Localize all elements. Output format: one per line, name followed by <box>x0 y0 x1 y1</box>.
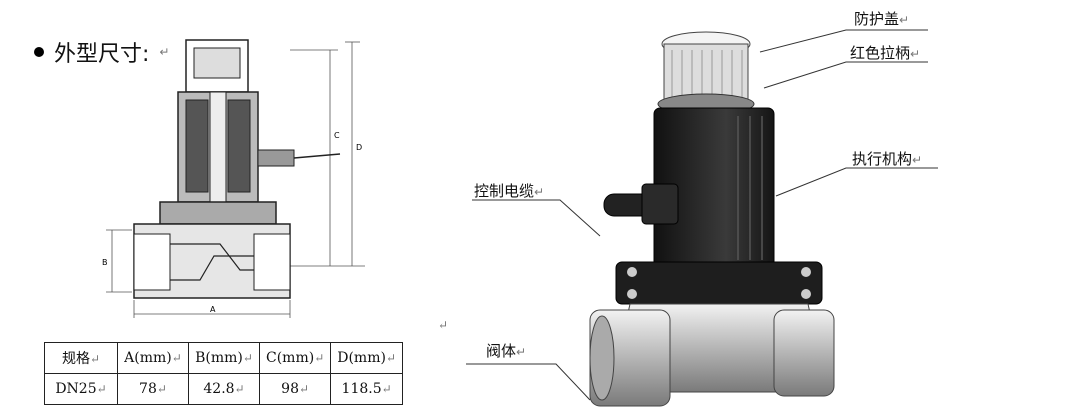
bullet-icon <box>34 47 44 57</box>
callout-protective-cover: 防护盖↵ <box>854 10 910 28</box>
dim-label-a: A <box>210 305 216 314</box>
table-header-cell: D(mm)↵ <box>330 342 404 374</box>
table-cell: 42.8↵ <box>188 373 260 405</box>
table-header-cell: 规格↵ <box>44 342 118 374</box>
section-heading: 外型尺寸: ↵ <box>34 36 169 68</box>
cross-section-drawing: A B C D <box>102 39 365 318</box>
table-cell: 118.5↵ <box>330 373 404 405</box>
dim-label-b: B <box>102 258 108 267</box>
table-cell: 98↵ <box>258 373 332 405</box>
table-cell: DN25↵ <box>44 373 118 405</box>
table-header-row: 规格↵ A(mm)↵ B(mm)↵ C(mm)↵ D(mm)↵ <box>44 342 404 374</box>
table-header-cell: A(mm)↵ <box>117 342 189 374</box>
table-header-cell: C(mm)↵ <box>258 342 332 374</box>
callout-actuator: 执行机构↵ <box>852 150 923 168</box>
return-mark: ↵ <box>159 45 170 59</box>
table-cell: 78↵ <box>117 373 189 405</box>
callout-control-cable: 控制电缆↵ <box>474 182 545 200</box>
callout-valve-body: 阀体↵ <box>486 342 527 360</box>
table-row: DN25↵ 78↵ 42.8↵ 98↵ 118.5↵ <box>44 373 404 405</box>
heading-text: 外型尺寸: <box>54 42 150 67</box>
dim-label-c: C <box>334 131 340 140</box>
dim-label-d: D <box>356 143 362 152</box>
table-header-cell: B(mm)↵ <box>188 342 260 374</box>
return-mark: ↵ <box>438 318 449 332</box>
callout-red-handle: 红色拉柄↵ <box>850 44 921 62</box>
valve-product-illustration <box>589 31 835 407</box>
spec-table: 规格↵ A(mm)↵ B(mm)↵ C(mm)↵ D(mm)↵ DN25↵ 78… <box>44 342 404 405</box>
